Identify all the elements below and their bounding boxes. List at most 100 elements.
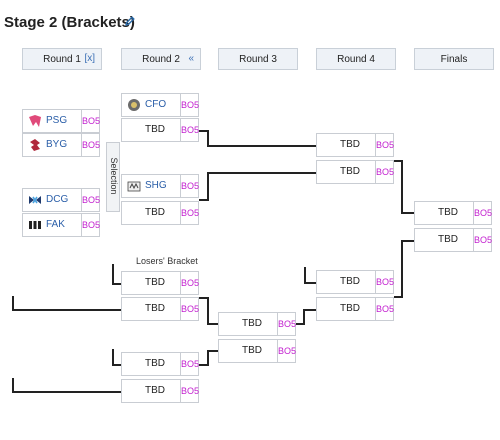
bracket-connector (207, 172, 209, 201)
team-name: TBD (145, 358, 165, 369)
best-of-label: BO5 (277, 313, 296, 335)
best-of-label: BO5 (180, 380, 199, 402)
best-of-label: BO5 (81, 214, 100, 236)
collapse-all-button[interactable]: [x] (84, 53, 95, 64)
round-2-header: Round 2 « (121, 48, 201, 70)
fak-logo-icon (29, 221, 41, 229)
bracket-connector (207, 130, 209, 146)
byg-logo-icon (30, 139, 40, 151)
match-slot-dcg[interactable]: DCG BO5 (22, 188, 100, 212)
team-name: TBD (340, 166, 360, 177)
match-slot-tbd[interactable]: TBD BO5 (121, 379, 199, 403)
collapse-round-button[interactable]: « (188, 53, 194, 64)
match-slot-tbd[interactable]: TBD BO5 (121, 352, 199, 376)
match-slot-tbd[interactable]: TBD BO5 (218, 339, 296, 363)
team-name[interactable]: CFO (145, 99, 167, 110)
bracket-connector (112, 349, 114, 365)
team-name[interactable]: PSG (46, 115, 68, 126)
best-of-label: BO5 (473, 202, 492, 224)
match-slot-fak[interactable]: FAK BO5 (22, 213, 100, 237)
best-of-label: BO5 (375, 161, 394, 183)
best-of-label: BO5 (375, 271, 394, 293)
round-1-header: Round 1 [x] (22, 48, 102, 70)
team-name: TBD (145, 124, 165, 135)
best-of-label: BO5 (180, 353, 199, 375)
match-slot-byg[interactable]: BYG BO5 (22, 133, 100, 157)
team-name: TBD (145, 277, 165, 288)
best-of-label: BO5 (180, 202, 199, 224)
best-of-label: BO5 (375, 134, 394, 156)
team-name: TBD (145, 303, 165, 314)
team-name[interactable]: SHG (145, 180, 167, 191)
team-name[interactable]: FAK (46, 219, 65, 230)
bracket-connector (401, 212, 414, 214)
match-slot-tbd[interactable]: TBD BO5 (316, 160, 394, 184)
bracket-connector (207, 172, 316, 174)
match-slot-tbd[interactable]: TBD BO5 (121, 201, 199, 225)
best-of-label: BO5 (81, 134, 100, 156)
bracket-connector (207, 145, 316, 147)
losers-bracket-label: Losers' Bracket (136, 256, 198, 266)
bracket-connector (303, 309, 305, 325)
match-slot-cfo[interactable]: CFO BO5 (121, 93, 199, 117)
round-3-header: Round 3 (218, 48, 298, 70)
team-name: TBD (438, 207, 458, 218)
team-name: TBD (340, 276, 360, 287)
bracket-connector (207, 350, 209, 366)
round-4-header: Round 4 (316, 48, 396, 70)
team-name: TBD (145, 207, 165, 218)
match-slot-tbd[interactable]: TBD BO5 (121, 297, 199, 321)
bracket-connector (199, 364, 207, 366)
bracket-connector (199, 130, 207, 132)
bracket-connector (304, 267, 306, 283)
finals-header: Finals (414, 48, 494, 70)
round-label: Round 3 (239, 54, 277, 65)
team-name: TBD (242, 318, 262, 329)
selection-connector: Selection (106, 142, 120, 212)
bracket-connector (394, 160, 402, 162)
selection-label: Selection (109, 157, 119, 195)
team-name: TBD (340, 303, 360, 314)
bracket-connector (199, 199, 207, 201)
bracket-connector (199, 297, 207, 299)
bracket-connector (304, 282, 316, 284)
team-name: TBD (340, 139, 360, 150)
match-slot-tbd[interactable]: TBD BO5 (414, 201, 492, 225)
shg-logo-icon (127, 181, 141, 192)
round-label: Round 1 (43, 54, 81, 65)
round-label: Finals (440, 54, 468, 65)
match-slot-tbd[interactable]: TBD BO5 (121, 118, 199, 142)
best-of-label: BO5 (81, 189, 100, 211)
best-of-label: BO5 (180, 272, 199, 294)
bracket-connector (12, 391, 121, 393)
team-name: TBD (145, 385, 165, 396)
match-slot-tbd[interactable]: TBD BO5 (218, 312, 296, 336)
best-of-label: BO5 (180, 94, 199, 116)
bracket-connector (112, 264, 114, 284)
match-slot-psg[interactable]: PSG BO5 (22, 109, 100, 133)
team-name[interactable]: BYG (46, 139, 68, 150)
bracket-connector (401, 160, 403, 213)
bracket-connector (207, 297, 209, 324)
match-slot-tbd[interactable]: TBD BO5 (316, 270, 394, 294)
best-of-label: BO5 (473, 229, 492, 251)
psg-logo-icon (29, 115, 41, 127)
page-title: Stage 2 (Brackets) (4, 14, 135, 31)
match-slot-tbd[interactable]: TBD BO5 (316, 133, 394, 157)
team-name: TBD (438, 234, 458, 245)
best-of-label: BO5 (180, 119, 199, 141)
bracket-connector (401, 240, 414, 242)
best-of-label: BO5 (375, 298, 394, 320)
team-name[interactable]: DCG (46, 194, 69, 205)
match-slot-tbd[interactable]: TBD BO5 (414, 228, 492, 252)
bracket-connector (12, 309, 121, 311)
bracket-connector (12, 296, 14, 310)
team-name: TBD (242, 345, 262, 356)
match-slot-tbd[interactable]: TBD BO5 (121, 271, 199, 295)
match-slot-shg[interactable]: SHG BO5 (121, 174, 199, 198)
match-slot-tbd[interactable]: TBD BO5 (316, 297, 394, 321)
bracket-connector (401, 240, 403, 298)
pencil-icon[interactable] (124, 15, 136, 27)
round-label: Round 4 (337, 54, 375, 65)
bracket-connector (112, 364, 121, 366)
